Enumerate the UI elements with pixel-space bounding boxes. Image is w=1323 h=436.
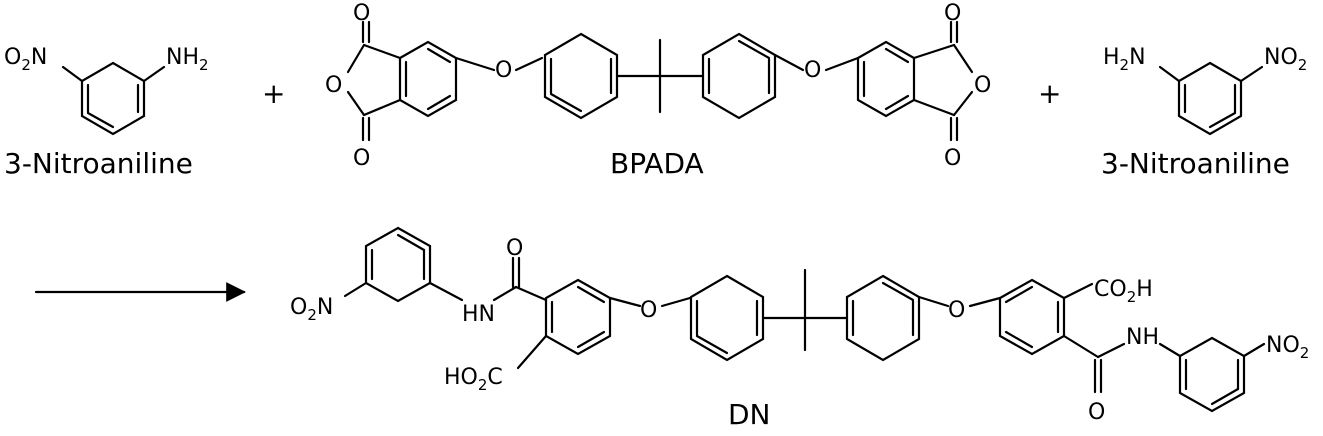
nitro-group-label: NO2 — [1264, 45, 1307, 74]
ether-oxygen-label: O — [948, 298, 965, 323]
reactant-bpada: O O O O O O O — [325, 1, 991, 180]
ether-oxygen-label: O — [640, 298, 657, 323]
reactant-name-3-nitroaniline-left: 3-Nitroaniline — [4, 147, 193, 180]
plus-sign-1: + — [262, 77, 285, 110]
reactant-3-nitroaniline-right: H2N NO2 3-Nitroaniline — [1101, 45, 1307, 180]
product-name-dn: DN — [728, 398, 771, 431]
reactant-name-3-nitroaniline-right: 3-Nitroaniline — [1101, 147, 1290, 180]
amide-oxygen-label: O — [1088, 400, 1105, 425]
svg-text:HO2C: HO2C — [444, 365, 503, 394]
svg-text:O2N: O2N — [4, 45, 47, 74]
nitro-group-label: NO2 — [1266, 333, 1309, 362]
svg-text:O2N: O2N — [290, 295, 333, 324]
amide-nh-label: NH — [1126, 325, 1159, 350]
ether-oxygen-label: O — [495, 58, 512, 83]
svg-text:H2N: H2N — [1103, 45, 1146, 74]
nitro-group-label: O2N — [290, 295, 333, 324]
svg-text:NO2: NO2 — [1264, 45, 1307, 74]
amide-oxygen-label: O — [506, 236, 523, 261]
svg-text:NH2: NH2 — [166, 45, 209, 74]
carboxylic-acid-label: CO2H — [1094, 277, 1153, 306]
carboxylic-acid-label: HO2C — [444, 365, 503, 394]
svg-text:CO2H: CO2H — [1094, 277, 1153, 306]
carbonyl-oxygen-label: O — [353, 1, 370, 26]
anhydride-oxygen-label: O — [325, 73, 342, 98]
amide-nh-label: HN — [462, 302, 495, 327]
product-dn: O2N HN O HO2C O O — [290, 226, 1309, 431]
ether-oxygen-label: O — [804, 58, 821, 83]
svg-text:NO2: NO2 — [1266, 333, 1309, 362]
anhydride-oxygen-label: O — [974, 73, 991, 98]
reactant-3-nitroaniline-left: O2N NH2 3-Nitroaniline — [4, 45, 209, 180]
nitro-group-label: O2N — [4, 45, 47, 74]
amino-group-label: H2N — [1103, 45, 1146, 74]
carbonyl-oxygen-label: O — [944, 146, 961, 171]
carbonyl-oxygen-label: O — [944, 1, 961, 26]
reactant-name-bpada: BPADA — [610, 147, 704, 180]
plus-sign-2: + — [1038, 77, 1061, 110]
amino-group-label: NH2 — [166, 45, 209, 74]
carbonyl-oxygen-label: O — [353, 146, 370, 171]
